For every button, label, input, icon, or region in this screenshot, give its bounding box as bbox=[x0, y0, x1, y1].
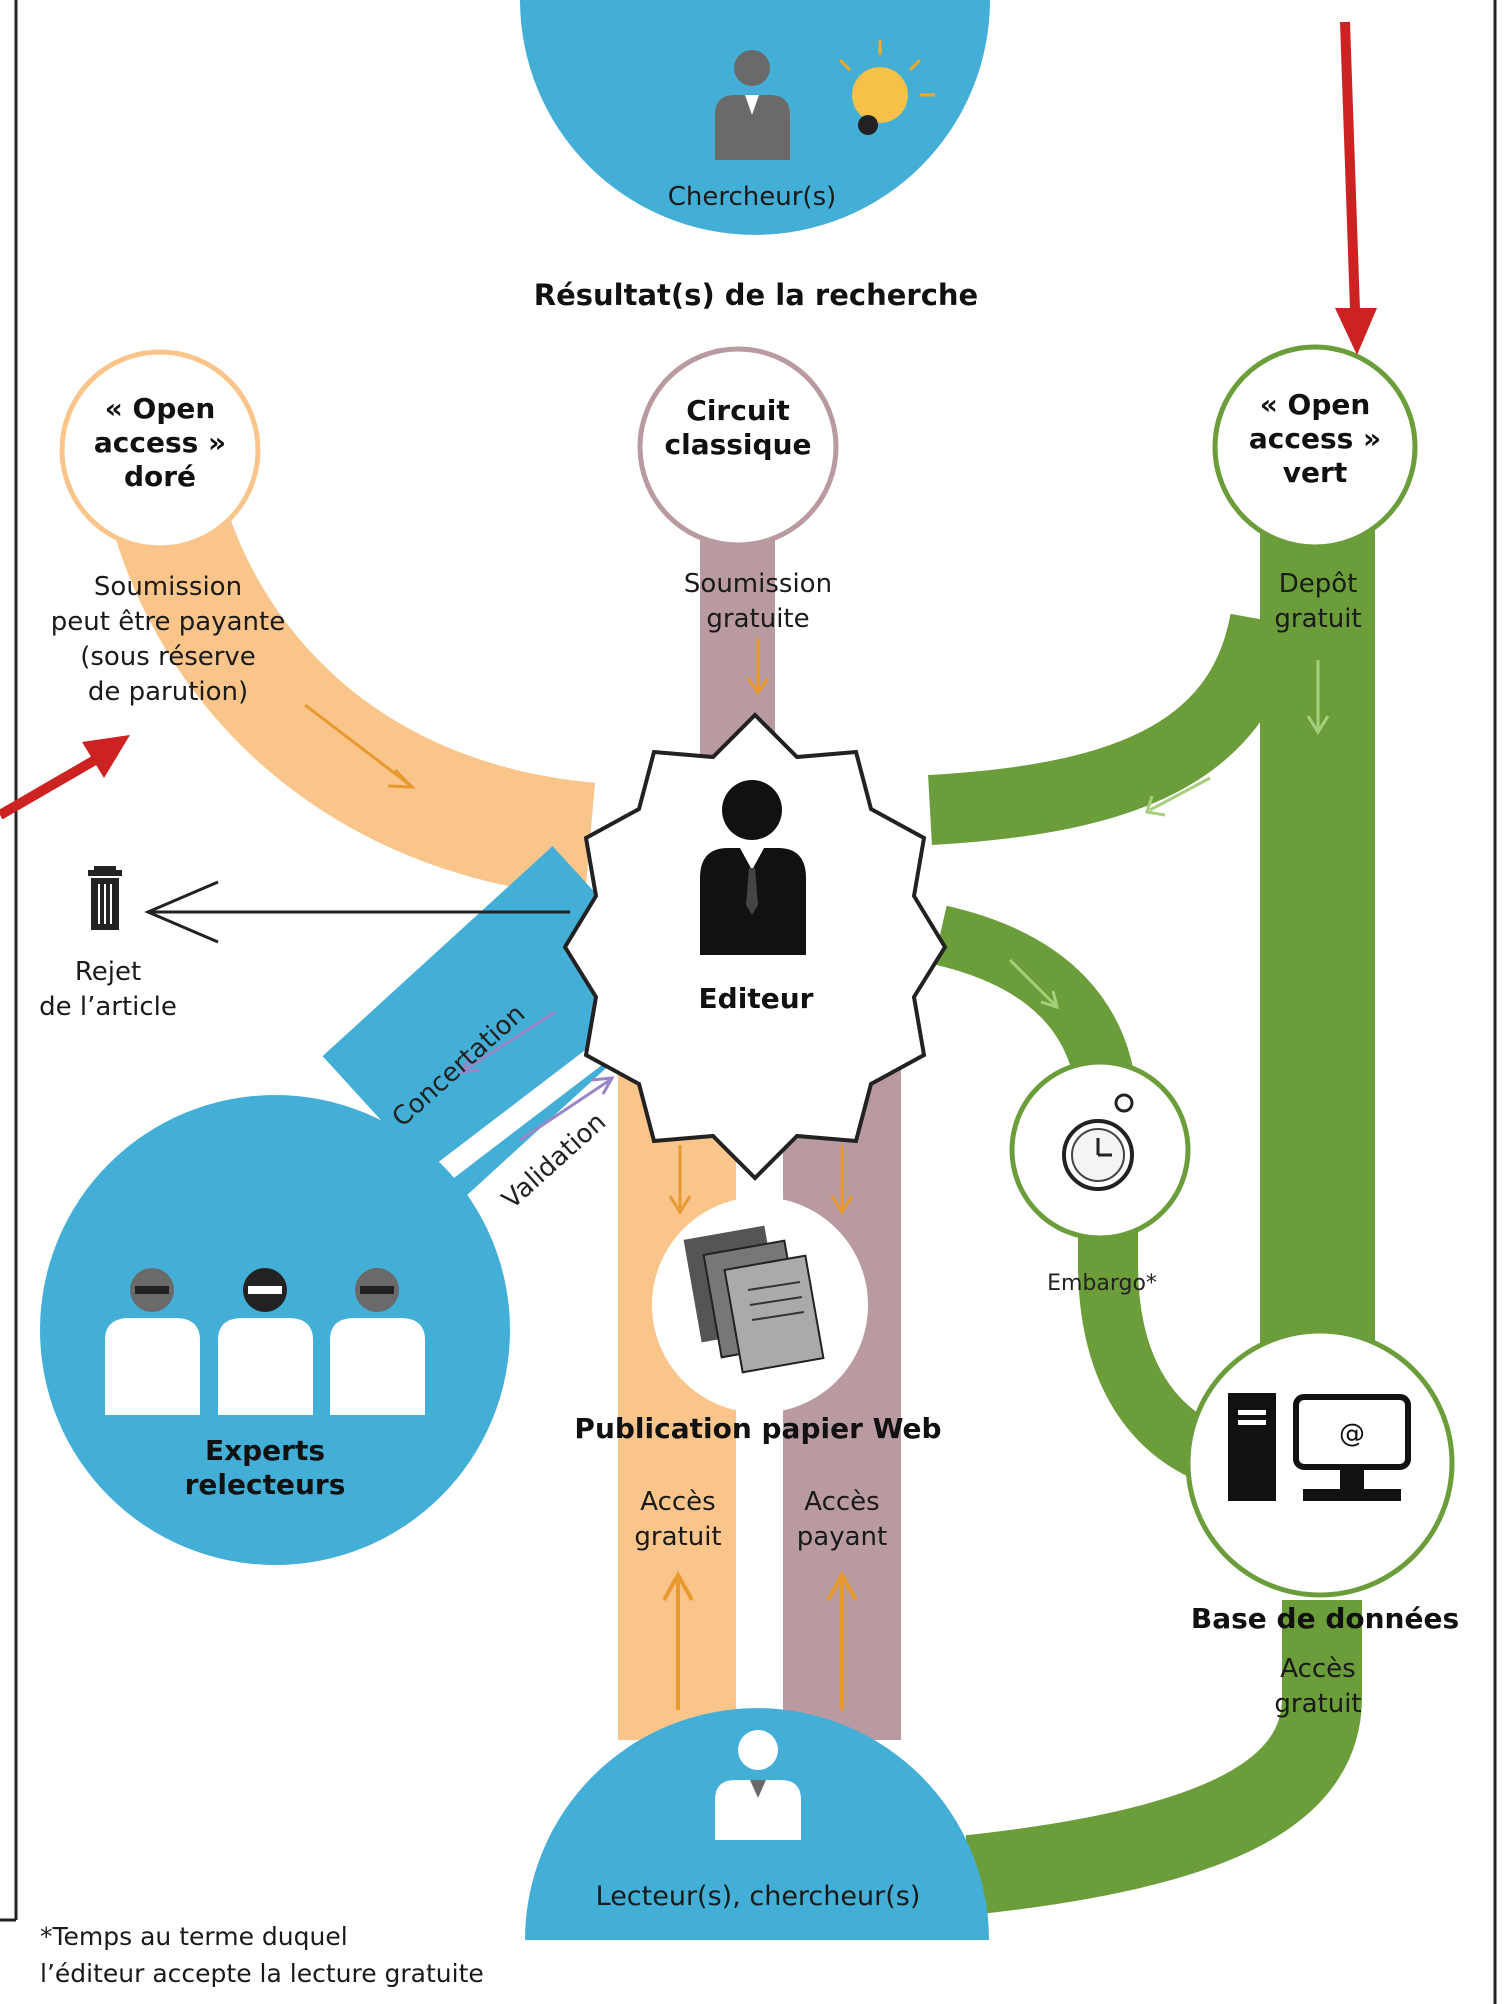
svg-text:Depôt: Depôt bbox=[1279, 569, 1358, 599]
trash-icon bbox=[88, 866, 122, 930]
svg-text:access »: access » bbox=[94, 426, 226, 459]
svg-text:de parution): de parution) bbox=[88, 677, 248, 707]
svg-text:vert: vert bbox=[1283, 456, 1347, 489]
researcher-label: Chercheur(s) bbox=[668, 182, 837, 212]
editor-person-icon bbox=[700, 780, 806, 955]
stopwatch-icon bbox=[1062, 1093, 1134, 1191]
svg-text:Accès: Accès bbox=[640, 1487, 715, 1517]
svg-text:« Open: « Open bbox=[105, 392, 216, 425]
documents-icon bbox=[683, 1225, 825, 1374]
expert-icon-2 bbox=[218, 1268, 313, 1415]
svg-text:gratuit: gratuit bbox=[1274, 604, 1361, 634]
svg-text:Accès: Accès bbox=[1280, 1654, 1355, 1684]
svg-text:peut être payante: peut être payante bbox=[51, 607, 285, 637]
experts-line1: Experts bbox=[205, 1434, 325, 1467]
svg-text:Soumission: Soumission bbox=[684, 569, 832, 599]
database-label: Base de données bbox=[1191, 1602, 1459, 1635]
green-circle: « Open access » vert bbox=[1212, 344, 1418, 550]
svg-text:gratuit: gratuit bbox=[634, 1522, 721, 1552]
server-icon bbox=[1228, 1393, 1276, 1501]
expert-icon-3 bbox=[330, 1268, 425, 1415]
flow-arrows bbox=[304, 638, 1330, 1215]
rejection-arrow-head bbox=[144, 880, 219, 944]
researcher-icon bbox=[715, 50, 790, 160]
svg-text:access »: access » bbox=[1249, 422, 1381, 455]
svg-text:(sous réserve: (sous réserve bbox=[80, 642, 256, 672]
database-free-access: Accès gratuit bbox=[1274, 1654, 1361, 1719]
red-arrow-left bbox=[0, 735, 130, 820]
expert-icon-1 bbox=[105, 1268, 200, 1415]
experts-line2: relecteurs bbox=[185, 1468, 346, 1501]
gold-submission-label: Soumission peut être payante (sous réser… bbox=[51, 572, 285, 707]
footnote-line2: l’éditeur accepte la lecture gratuite bbox=[40, 1959, 484, 1988]
publication-paid-access: Accès payant bbox=[797, 1487, 887, 1552]
publication-free-access: Accès gratuit bbox=[634, 1487, 721, 1552]
lightbulb-icon bbox=[838, 40, 935, 135]
experts-band-separator bbox=[413, 1036, 617, 1199]
green-deposit-label: Depôt gratuit bbox=[1274, 569, 1361, 634]
svg-text:« Open: « Open bbox=[1260, 388, 1371, 421]
access-up-arrows bbox=[662, 1570, 858, 1710]
experts-icons bbox=[105, 1268, 425, 1415]
editor-label: Editeur bbox=[699, 982, 814, 1015]
reader-icon bbox=[715, 1730, 801, 1840]
svg-text:gratuite: gratuite bbox=[706, 604, 809, 634]
gold-band bbox=[115, 502, 596, 898]
svg-text:payant: payant bbox=[797, 1522, 887, 1552]
gold-circle: « Open access » doré bbox=[59, 349, 261, 551]
rejection-line1: Rejet bbox=[75, 957, 141, 987]
red-arrow-right bbox=[1335, 21, 1377, 355]
svg-text:gratuit: gratuit bbox=[1274, 1689, 1361, 1719]
svg-text:Accès: Accès bbox=[804, 1487, 879, 1517]
green-band-to-editor bbox=[928, 612, 1300, 845]
svg-text:classique: classique bbox=[665, 428, 812, 461]
footnote-line1: *Temps au terme duquel bbox=[40, 1922, 348, 1951]
results-label: Résultat(s) de la recherche bbox=[534, 278, 978, 312]
monitor-icon: @ bbox=[1293, 1394, 1411, 1501]
svg-text:Circuit: Circuit bbox=[686, 394, 789, 427]
embargo-label: Embargo* bbox=[1047, 1271, 1157, 1296]
green-band-readers bbox=[965, 1600, 1362, 1915]
svg-text:@: @ bbox=[1339, 1419, 1365, 1449]
classic-circle: Circuit classique bbox=[637, 346, 839, 548]
svg-text:Soumission: Soumission bbox=[94, 572, 242, 602]
svg-text:doré: doré bbox=[124, 460, 196, 493]
readers-label: Lecteur(s), chercheur(s) bbox=[596, 1881, 921, 1912]
publication-label: Publication papier Web bbox=[574, 1412, 941, 1445]
rejection-line2: de l’article bbox=[39, 992, 177, 1022]
classic-submission-label: Soumission gratuite bbox=[684, 569, 832, 634]
